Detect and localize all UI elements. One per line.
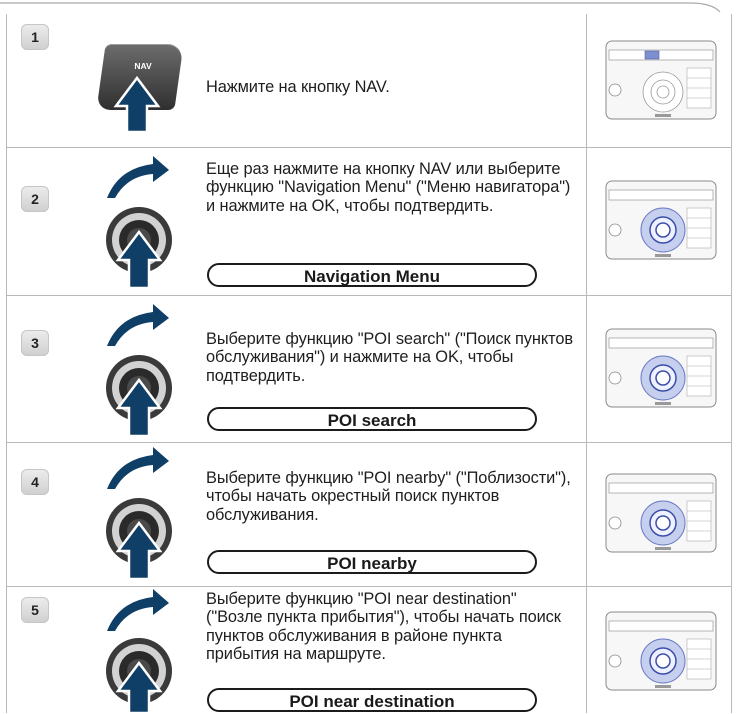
step-instruction-text: Выберите функцию "POI near destination" … <box>206 590 561 664</box>
step-instruction-text: Еще раз нажмите на кнопку NAV или выбери… <box>206 160 571 215</box>
top-rule <box>0 2 721 13</box>
step-number-badge: 4 <box>21 469 49 495</box>
step-row-5: 5 Выберите функцию "POI near destination… <box>7 587 731 713</box>
step-instruction-text: Нажмите на кнопку NAV. <box>206 78 390 96</box>
rotary-knob-icon <box>106 156 172 290</box>
step-row-3: 3 Выберите функцию "POI search" ("Поиск … <box>7 296 731 443</box>
menu-option-pill: POI search <box>207 407 537 431</box>
column-divider <box>586 14 587 147</box>
rotary-knob-icon <box>106 304 172 438</box>
menu-option-pill: Navigation Menu <box>207 263 537 287</box>
console-panel-icon <box>605 328 717 408</box>
column-divider <box>586 443 587 586</box>
step-number-badge: 2 <box>21 186 49 212</box>
nav-button-label: NAV <box>134 61 152 71</box>
rotary-knob-icon <box>106 589 172 713</box>
console-panel-icon <box>605 180 717 260</box>
column-divider <box>586 587 587 713</box>
step-instruction-text: Выберите функцию "POI nearby" ("Поблизос… <box>206 469 571 524</box>
step-row-4: 4 Выберите функцию "POI nearby" ("Поблиз… <box>7 443 731 587</box>
step-instruction-text: Выберите функцию "POI search" ("Поиск пу… <box>206 330 573 385</box>
console-panel-icon <box>605 473 717 553</box>
column-divider <box>586 148 587 295</box>
step-number-badge: 5 <box>21 597 49 623</box>
press-arrow-icon <box>113 75 161 134</box>
step-row-2: 2 Еще раз нажмите на кнопку NAV или выбе… <box>7 148 731 296</box>
column-divider <box>586 296 587 442</box>
console-panel-icon <box>605 611 717 691</box>
console-panel-icon <box>605 40 717 120</box>
step-number-badge: 1 <box>21 24 49 50</box>
menu-option-pill: POI near destination <box>207 688 537 712</box>
step-number-badge: 3 <box>21 330 49 356</box>
step-row-1: 1 NAV Нажмите на кнопку NAV. <box>7 14 731 148</box>
instruction-table: 1 NAV Нажмите на кнопку NAV. 2 <box>6 14 732 713</box>
rotary-knob-icon <box>106 447 172 581</box>
menu-option-pill: POI nearby <box>207 550 537 574</box>
